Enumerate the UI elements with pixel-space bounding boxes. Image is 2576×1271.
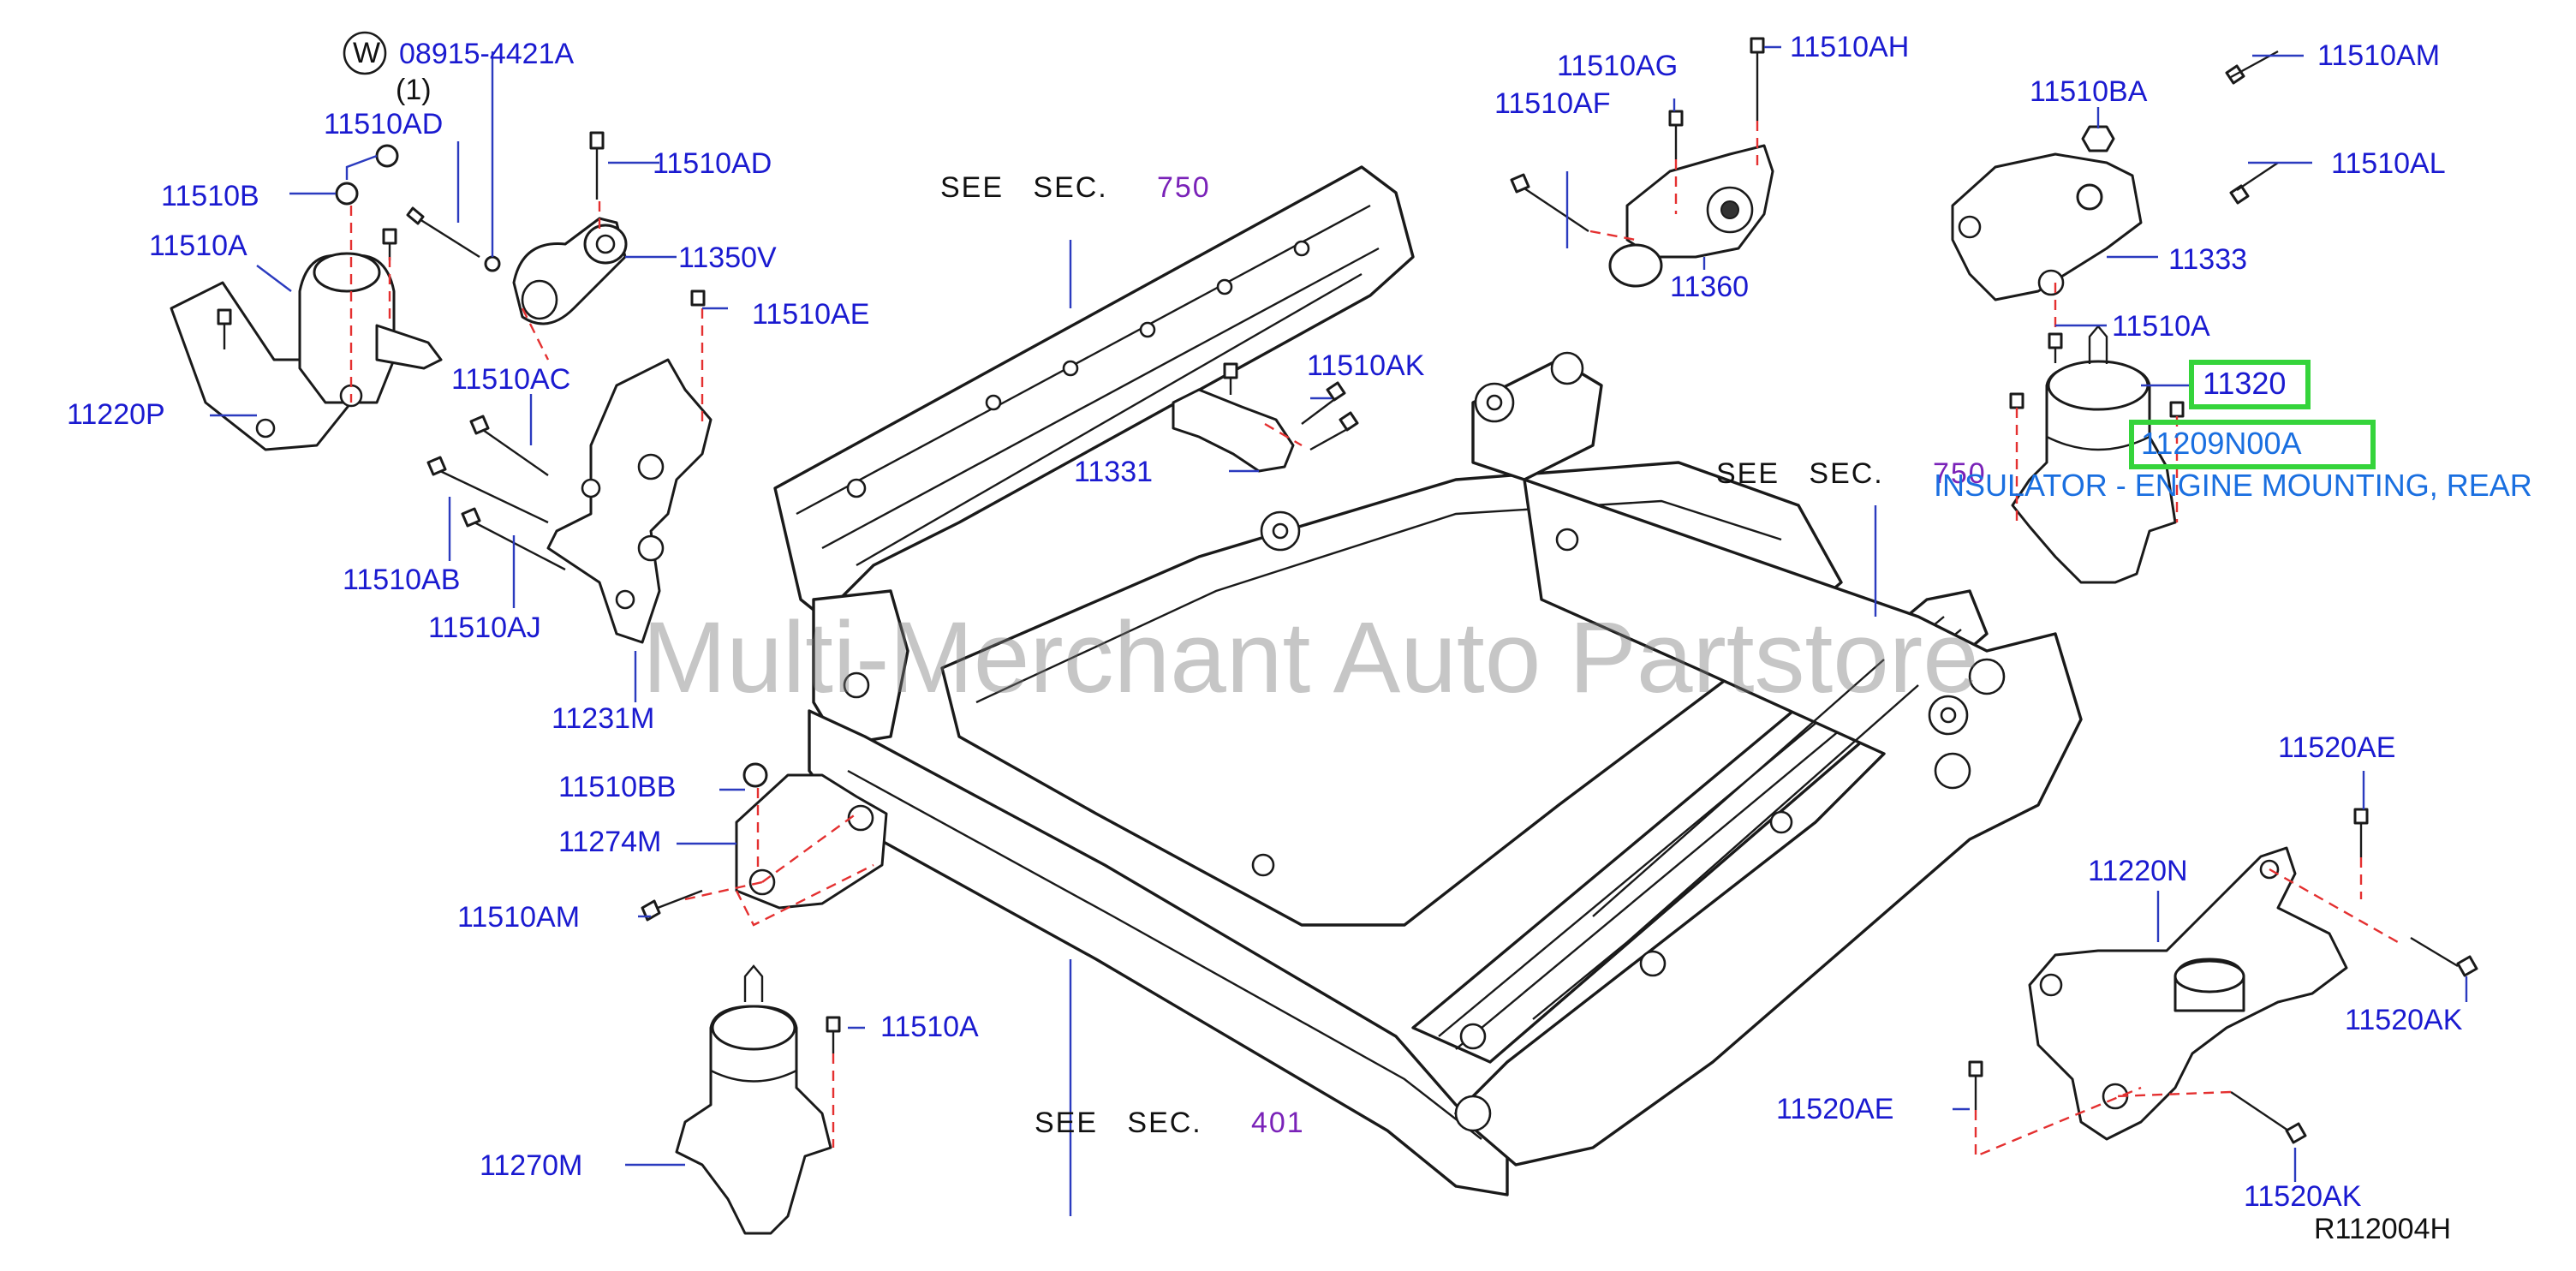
label-11510ah[interactable]: 11510AH	[1790, 31, 1910, 63]
label-08915-4421a[interactable]: 08915-4421A	[399, 38, 575, 70]
label-11220n[interactable]: 11220N	[2088, 855, 2188, 887]
label-11510ba[interactable]: 11510BA	[2030, 75, 2148, 108]
label-11510ag[interactable]: 11510AG	[1557, 50, 1679, 82]
label-11510al[interactable]: 11510AL	[2331, 147, 2446, 180]
w-symbol-icon	[343, 31, 387, 75]
bolt-group-top-left	[217, 144, 501, 349]
label-11510ad-a[interactable]: 11510AD	[324, 108, 444, 140]
label-11510ae[interactable]: 11510AE	[752, 298, 870, 331]
bracket-11231m	[426, 289, 713, 644]
section-750-link-b[interactable]: 750	[1932, 457, 1987, 490]
see-section-note-3: SEE SEC. 401	[1035, 1107, 1305, 1139]
label-11520ak-a[interactable]: 11520AK	[2345, 1004, 2463, 1036]
see-prefix: SEE	[1035, 1107, 1099, 1139]
bracket-11331	[1172, 362, 1359, 473]
label-11231m[interactable]: 11231M	[552, 702, 655, 735]
watermark-text: Multi-Merchant Auto Partstore	[642, 601, 1979, 714]
section-401-link[interactable]: 401	[1250, 1107, 1305, 1139]
see-word: SEC.	[1127, 1107, 1202, 1139]
label-11510am-a[interactable]: 11510AM	[457, 901, 581, 934]
label-11220p[interactable]: 11220P	[67, 398, 165, 431]
label-11333[interactable]: 11333	[2168, 243, 2248, 276]
label-11510ab[interactable]: 11510AB	[343, 564, 461, 596]
bracket-11220p	[170, 252, 443, 451]
label-11510aj[interactable]: 11510AJ	[428, 612, 541, 644]
label-qty-1: (1)	[396, 74, 432, 106]
label-11510b[interactable]: 11510B	[161, 180, 259, 212]
label-11520ae-b[interactable]: 11520AE	[1776, 1093, 1894, 1125]
see-word: SEC.	[1033, 171, 1108, 204]
see-section-note-1: SEE SEC. 750	[940, 171, 1211, 204]
rear-engine-mount-insulator	[2009, 325, 2185, 584]
diagram-code: R112004H	[2314, 1213, 2452, 1245]
mount-11360	[1510, 37, 1774, 288]
label-11510ak[interactable]: 11510AK	[1307, 349, 1425, 382]
label-11510bb[interactable]: 11510BB	[558, 771, 677, 803]
label-11320[interactable]: 11320	[2203, 366, 2287, 401]
label-11510af[interactable]: 11510AF	[1494, 87, 1611, 120]
insulator-description: INSULATOR - ENGINE MOUNTING, REAR	[1934, 468, 2532, 503]
label-11209n00a[interactable]: 11209N00A	[2141, 426, 2302, 461]
highlight-box-11209n00a	[2129, 420, 2376, 469]
label-11520ae-a[interactable]: 11520AE	[2278, 731, 2396, 764]
see-word: SEC.	[1809, 457, 1884, 490]
leader-lines	[210, 45, 2468, 1216]
assembly-guides	[349, 121, 2399, 1158]
label-11520ak-b[interactable]: 11520AK	[2244, 1180, 2362, 1213]
label-11510ad-b[interactable]: 11510AD	[653, 147, 772, 180]
see-prefix: SEE	[1716, 457, 1780, 490]
w-symbol-letter: W	[353, 37, 381, 69]
see-section-note-2: SEE SEC. 750	[1716, 457, 1987, 490]
label-11510am-b[interactable]: 11510AM	[2317, 39, 2441, 72]
label-11274m[interactable]: 11274M	[558, 826, 662, 858]
label-11510a-c[interactable]: 11510A	[2112, 310, 2210, 343]
label-11331[interactable]: 11331	[1074, 456, 1154, 488]
section-750-link-a[interactable]: 750	[1156, 171, 1211, 204]
label-11510a-b[interactable]: 11510A	[880, 1011, 979, 1043]
bracket-11220n	[1968, 808, 2478, 1144]
see-prefix: SEE	[940, 171, 1005, 204]
bracket-11274m	[641, 762, 888, 922]
front-suspension-member	[773, 165, 2083, 1196]
highlight-box-11320	[2189, 360, 2311, 409]
label-11360[interactable]: 11360	[1670, 271, 1750, 303]
mount-11270m	[675, 964, 841, 1235]
label-11350v[interactable]: 11350V	[678, 242, 777, 274]
torque-rod-11350v	[512, 131, 628, 325]
label-11270m[interactable]: 11270M	[480, 1149, 583, 1182]
label-11510ac[interactable]: 11510AC	[451, 363, 571, 396]
label-11510a-a[interactable]: 11510A	[149, 230, 247, 262]
